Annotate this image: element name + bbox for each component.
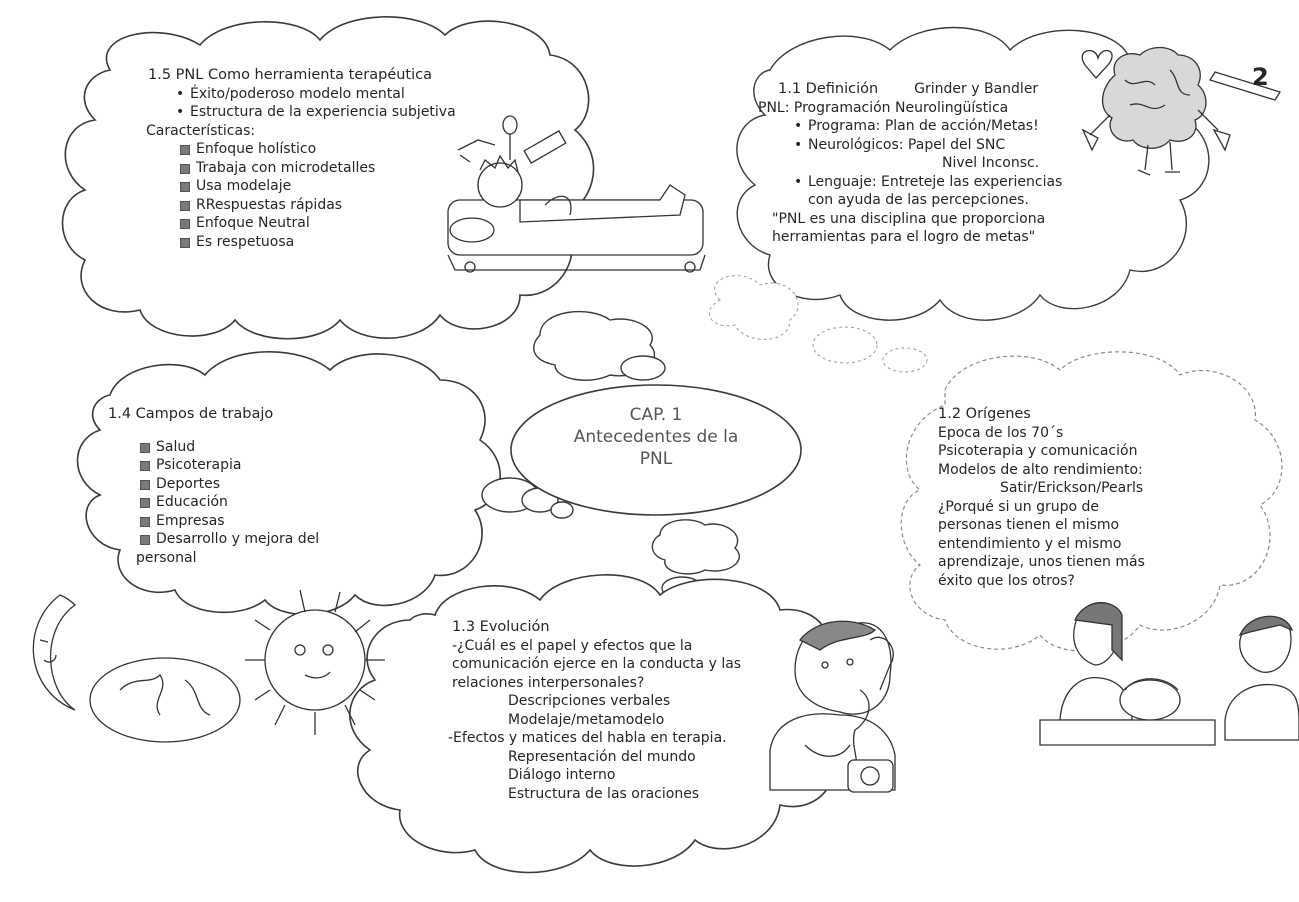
center-line-2: Antecedentes de la (573, 427, 739, 447)
section-1-5: 1.5 PNL Como herramienta terapéutica Éxi… (146, 66, 456, 251)
pnl-label: PNL: Programación (758, 99, 891, 116)
list-item: Usa modelaje (180, 177, 456, 196)
section-1-5-points: Éxito/poderoso modelo mental Estructura … (148, 85, 456, 122)
list-item: Educación (140, 493, 319, 512)
list-item: Programa: Plan de acción/Metas! (792, 117, 1062, 136)
list-item: Deportes (140, 475, 319, 494)
list-item: Lenguaje: Entreteje las experiencias con … (792, 173, 1062, 210)
section-1-2: 1.2 Orígenes Epoca de los 70´s Psicotera… (938, 405, 1145, 590)
origin-line: Modelos de alto rendimiento: (938, 461, 1143, 478)
faint-bubbles-right (708, 275, 928, 373)
origin-line: aprendizaje, unos tienen más (938, 554, 1145, 570)
list-item: Enfoque Neutral (180, 214, 456, 233)
sub-item: Descripciones verbales (508, 693, 671, 709)
center-line-1: CAP. 1 (629, 405, 683, 425)
badge-number: 2 (1252, 63, 1269, 91)
central-ellipse (510, 384, 802, 516)
bubbles-1-4 (481, 477, 574, 519)
origin-line: Epoca de los 70´s (938, 424, 1064, 441)
cloud-1-3 (349, 574, 853, 874)
center-line-3: PNL (639, 449, 673, 469)
origin-line: entendimiento y el mismo (938, 535, 1122, 552)
brain-character-illustration (1081, 46, 1281, 176)
list-item: RRespuestas rápidas (180, 196, 456, 215)
section-1-5-title: 1.5 PNL Como herramienta terapéutica (148, 67, 432, 83)
section-1-4-tail: personal (136, 549, 197, 566)
list-item: Psicoterapia (140, 456, 319, 475)
list-item: Empresas (140, 512, 319, 531)
man-on-phone-illustration (769, 620, 896, 793)
item-extra: con ayuda de las percepciones. (808, 192, 1029, 208)
cloud-1-2 (900, 351, 1283, 652)
section-1-4: 1.4 Campos de trabajo Salud Psicoterapia… (108, 405, 319, 567)
evolution-effects: -Efectos y matices del habla en terapia. (448, 730, 727, 746)
list-item: Enfoque holístico (180, 140, 456, 159)
section-1-1-authors: Grinder y Bandler (914, 81, 1039, 97)
section-1-5-features: Enfoque holístico Trabaja con microdetal… (148, 140, 456, 251)
list-item: Es respetuosa (180, 233, 456, 252)
item-main: Lenguaje: Entreteje las experiencias (808, 173, 1063, 190)
section-1-5-subtitle: Características: (146, 122, 256, 139)
list-item: Neurológicos: Papel del SNC Nivel Inconsc… (792, 136, 1062, 173)
section-1-1: 1.1 Definición Grinder y Bandler PNL: Pro… (758, 80, 1062, 247)
section-1-1-title: 1.1 Definición (778, 81, 879, 97)
list-item: Salud (140, 438, 319, 457)
cloud-1-4 (76, 351, 501, 616)
patient-couch-illustration (447, 115, 706, 273)
section-1-2-title: 1.2 Orígenes (938, 406, 1031, 422)
origin-line: éxito que los otros? (938, 572, 1075, 589)
section-1-4-title: 1.4 Campos de trabajo (108, 406, 274, 422)
origin-line: personas tienen el mismo (938, 517, 1120, 533)
pnl-quote-line-1: "PNL es una disciplina que proporciona (772, 210, 1046, 227)
origin-line: Satir/Erickson/Pearls (1000, 480, 1144, 496)
moon-globe-sun-illustration (32, 589, 385, 743)
sub-item: Representación del mundo (508, 748, 696, 765)
sub-item: Diálogo interno (508, 767, 616, 783)
evolution-question-3: relaciones interpersonales? (452, 674, 645, 691)
sub-item: Modelaje/metamodelo (508, 711, 665, 728)
evolution-question-1: -¿Cuál es el papel y efectos que la (452, 637, 693, 654)
center-topic: CAP. 1 Antecedentes de la PNL (556, 404, 756, 470)
list-item: Éxito/poderoso modelo mental (174, 85, 456, 104)
item-main: Programa: Plan de acción/Metas! (808, 118, 1039, 134)
sub-item: Estructura de las oraciones (508, 785, 700, 802)
bubbles-center-top (533, 310, 666, 381)
evolution-question-2: comunicación ejerce en la conducta y las (452, 656, 742, 672)
item-extra: Nivel Inconsc. (942, 155, 1040, 171)
pnl-quote-line-2: herramientas para el logro de metas" (772, 229, 1036, 245)
list-item: Desarrollo y mejora del (140, 530, 319, 549)
section-1-1-items: Programa: Plan de acción/Metas! Neurológ… (778, 117, 1062, 210)
list-item: Estructura de la experiencia subjetiva (174, 103, 456, 122)
list-item: Trabaja con microdetalles (180, 159, 456, 178)
origin-line: Psicoterapia y comunicación (938, 443, 1138, 459)
pnl-rest: Neurolingüística (895, 99, 1009, 116)
section-1-3: 1.3 Evolución -¿Cuál es el papel y efect… (448, 618, 742, 803)
origin-line: ¿Porqué si un grupo de (938, 498, 1100, 515)
section-1-3-title: 1.3 Evolución (452, 619, 550, 635)
therapist-illustration (1039, 602, 1299, 746)
section-1-4-fields: Salud Psicoterapia Deportes Educación Em… (108, 438, 319, 549)
item-main: Neurológicos: Papel del SNC (808, 136, 1006, 153)
